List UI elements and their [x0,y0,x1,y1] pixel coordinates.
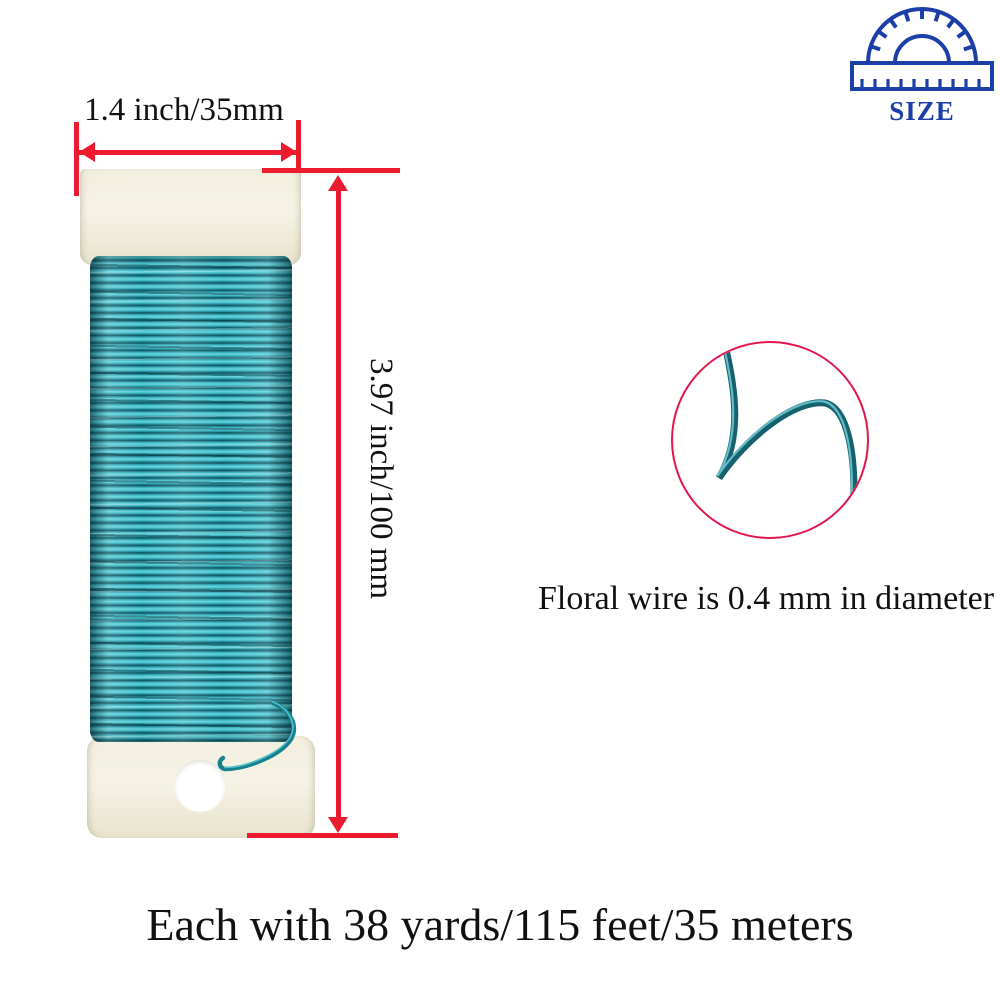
wire-closeup-curve [715,343,858,519]
width-dim-arrow-left-icon [79,142,95,162]
spool-top-flange [80,169,301,265]
width-dimension-line [79,150,297,155]
protractor-icon [850,7,994,91]
size-badge-label: SIZE [889,96,955,126]
inset-caption: Floral wire is 0.4 mm in diameter [538,580,995,617]
height-dim-arrow-up-icon [328,175,348,191]
height-dim-top-tick [262,168,400,173]
width-dim-right-tick [296,120,301,196]
height-dimension-label: 3.97 inch/100 mm [363,358,399,600]
width-dimension-label: 1.4 inch/35mm [84,92,284,128]
length-caption: Each with 38 yards/115 feet/35 meters [146,899,854,950]
height-dimension-line [336,180,341,822]
width-dim-left-tick [74,122,79,196]
wire-end-strand [217,700,297,772]
width-dim-arrow-right-icon [281,142,297,162]
height-dim-arrow-down-icon [328,817,348,833]
wire-coil [90,256,292,742]
wire-closeup-magnifier-circle [671,341,869,539]
size-badge: SIZE [846,3,998,127]
height-dim-bottom-tick [247,833,398,838]
spool-hole [174,760,226,812]
